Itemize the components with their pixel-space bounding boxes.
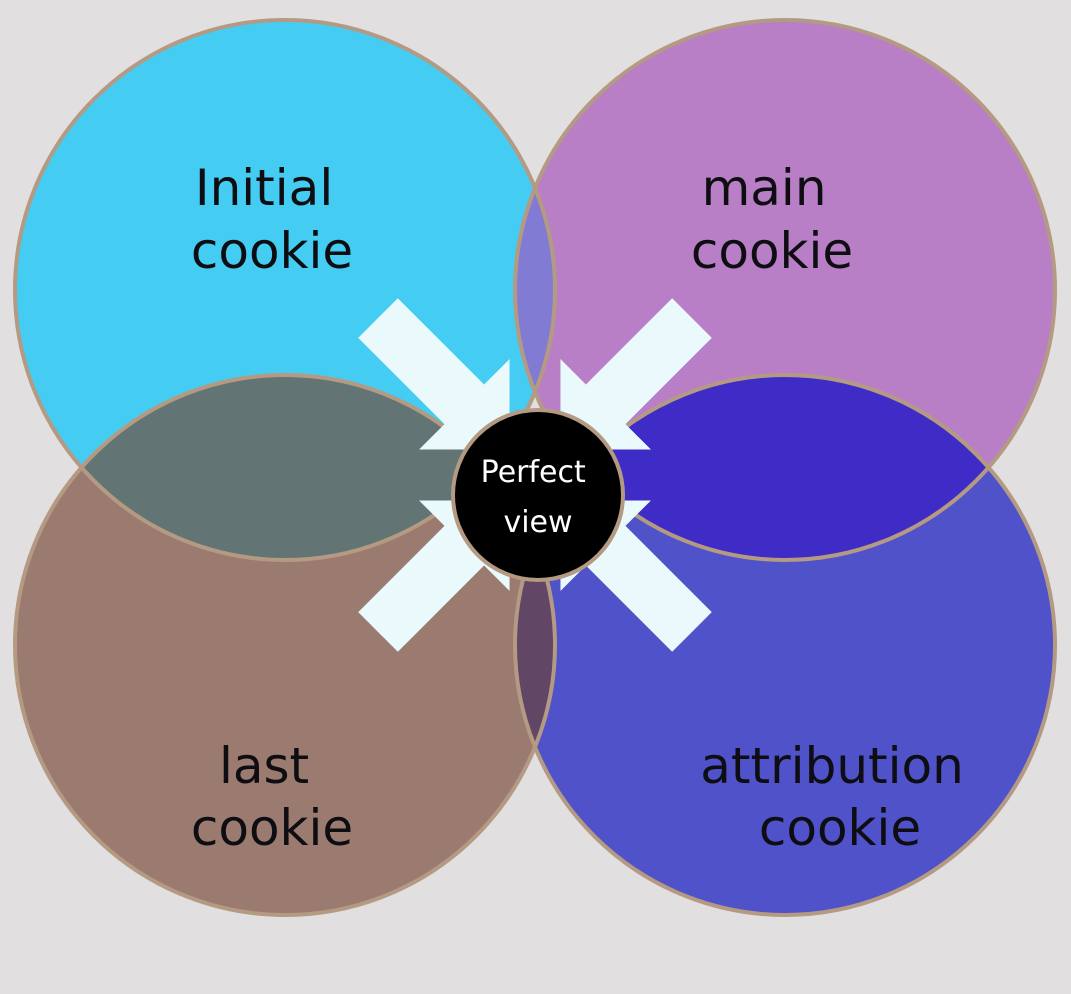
initial-cookie-label: Initial cookie: [191, 159, 353, 280]
perfect-view-label-line2: view: [503, 505, 572, 540]
last-cookie-label-line2: cookie: [191, 799, 353, 857]
perfect-view-label-line1: Perfect: [481, 455, 586, 490]
initial-cookie-label-line1: Initial: [195, 159, 333, 217]
main-cookie-outline: [513, 18, 1057, 562]
perfect-view-center: [451, 408, 625, 582]
perfect-view-label: Perfect view: [481, 455, 596, 540]
main-cookie-label-line1: main: [702, 159, 827, 217]
initial-cookie-label-line2: cookie: [191, 222, 353, 280]
attribution-cookie-outline: [513, 373, 1057, 917]
initial-cookie-outline: [13, 18, 557, 562]
attribution-cookie-label: attribution cookie: [700, 737, 979, 857]
last-cookie-outline: [13, 373, 557, 917]
last-cookie-label: last cookie: [191, 737, 353, 857]
arrow-top-right-icon: [560, 298, 712, 450]
arrow-top-left-icon: [358, 298, 510, 450]
main-cookie-label-line2: cookie: [691, 222, 853, 280]
attribution-cookie-label-line2: cookie: [759, 799, 921, 857]
last-cookie-label-line1: last: [219, 737, 309, 795]
main-attribution-overlap: [515, 375, 1055, 560]
attribution-cookie-label-line1: attribution: [700, 737, 964, 795]
initial-last-overlap: [15, 375, 555, 560]
main-cookie-label: main cookie: [691, 159, 853, 280]
